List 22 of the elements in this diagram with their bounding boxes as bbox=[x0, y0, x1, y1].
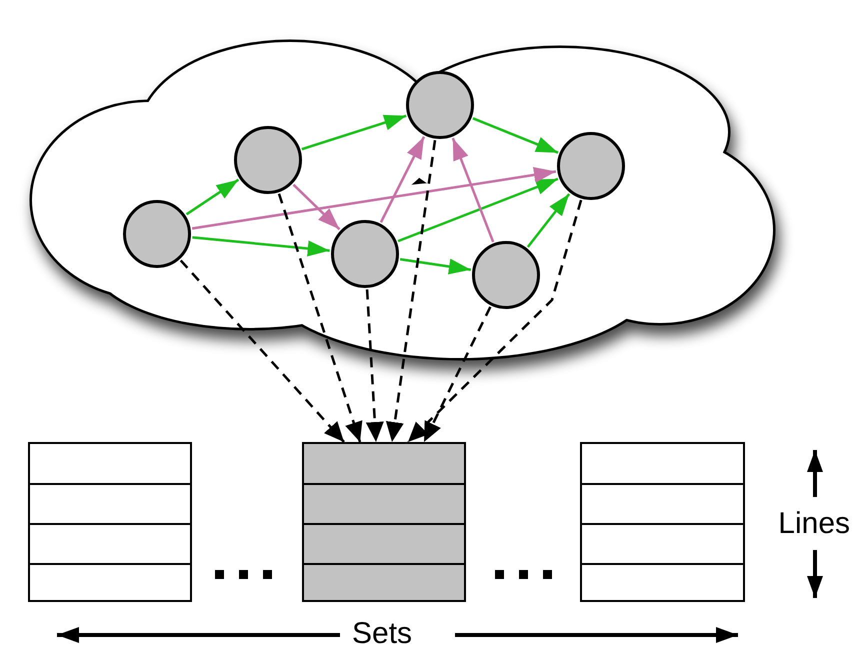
arrow bbox=[400, 258, 472, 274]
line-set-stack bbox=[28, 442, 192, 602]
arrow bbox=[380, 136, 426, 223]
dashed-arrow bbox=[366, 289, 384, 442]
line-set-stack bbox=[580, 442, 745, 602]
dashed-arrow bbox=[278, 193, 362, 442]
arrow bbox=[472, 117, 559, 154]
arrow bbox=[186, 178, 240, 216]
dashed-arrow bbox=[180, 260, 345, 443]
arrow bbox=[398, 178, 558, 242]
arrow bbox=[192, 236, 330, 256]
arrow bbox=[452, 138, 494, 242]
axis-label: Lines bbox=[778, 507, 850, 541]
axis-label: Sets bbox=[352, 617, 412, 651]
dashed-arrow bbox=[386, 140, 436, 442]
arrow bbox=[301, 114, 407, 150]
arrow bbox=[192, 167, 556, 230]
dashed-arrow bbox=[407, 200, 582, 443]
dashed-arrow bbox=[422, 306, 492, 443]
line-set-stack bbox=[302, 442, 466, 602]
arrow bbox=[292, 184, 340, 230]
arrow bbox=[526, 193, 570, 248]
